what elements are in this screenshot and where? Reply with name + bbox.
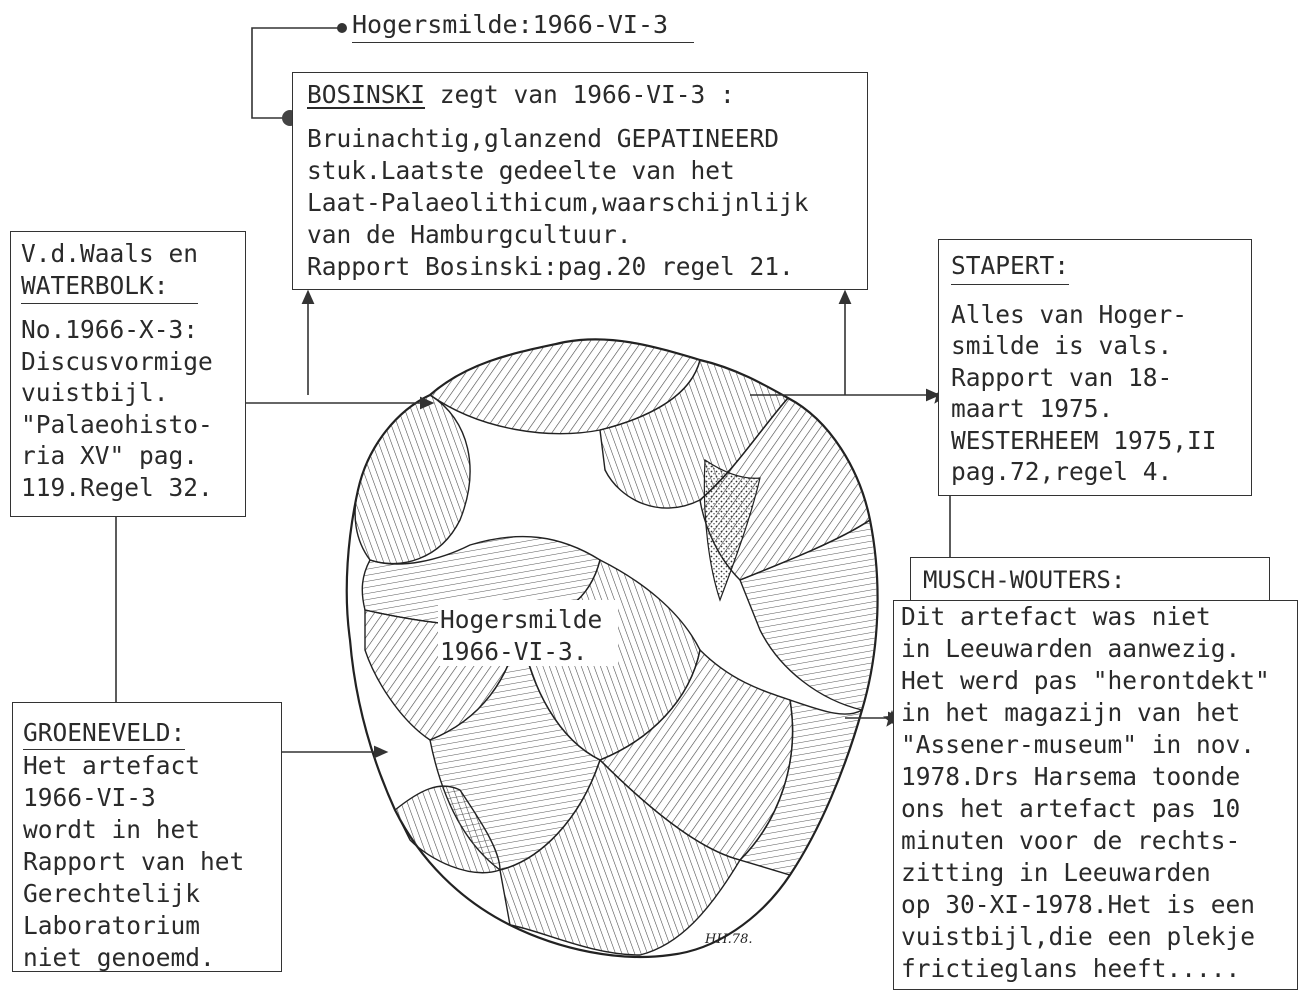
center-label-line: 1966-VI-3. bbox=[440, 637, 588, 666]
vdwaals-header-line: WATERBOLK: bbox=[21, 270, 169, 300]
musch-line: 1978.Drs Harsema toonde bbox=[901, 762, 1241, 791]
groeneveld-line: niet genoemd. bbox=[23, 943, 215, 972]
bosinski-box: BOSINSKI zegt van 1966-VI-3 : Bruinachti… bbox=[292, 72, 868, 290]
vdwaals-line: No.1966-X-3: bbox=[21, 315, 199, 344]
bosinski-line: van de Hamburgcultuur. bbox=[307, 220, 632, 249]
groeneveld-box: GROENEVELD: Het artefact 1966-VI-3 wordt… bbox=[12, 702, 282, 972]
bosinski-line: Laat-Palaeolithicum,waarschijnlijk bbox=[307, 188, 809, 217]
bosinski-line: Bruinachtig,glanzend GEPATINEERD bbox=[307, 124, 780, 153]
bosinski-line: Rapport Bosinski:pag.20 regel 21. bbox=[307, 252, 794, 281]
vdwaals-line: Discusvormige bbox=[21, 346, 213, 376]
center-label-line: Hogersmilde bbox=[440, 605, 603, 634]
top-label-underline bbox=[352, 42, 694, 43]
center-label: Hogersmilde 1966-VI-3. bbox=[440, 604, 602, 668]
bosinski-header: BOSINSKI zegt van 1966-VI-3 : bbox=[307, 79, 867, 111]
hand-axe-illustration bbox=[345, 338, 879, 959]
groeneveld-line: Rapport van het bbox=[23, 847, 245, 876]
vdwaals-header-line: V.d.Waals en bbox=[21, 239, 199, 268]
musch-line: op 30-XI-1978.Het is een bbox=[901, 890, 1256, 919]
musch-line: zitting in Leeuwarden bbox=[901, 858, 1211, 887]
musch-wouters-header: MUSCH-WOUTERS: bbox=[923, 566, 1126, 594]
vdwaals-line: 119.Regel 32. bbox=[21, 472, 213, 502]
artist-signature: HH.78. bbox=[705, 932, 753, 947]
musch-wouters-header-box: MUSCH-WOUTERS: bbox=[910, 557, 1270, 607]
musch-line: Dit artefact was niet bbox=[901, 602, 1211, 631]
stapert-header: STAPERT: bbox=[951, 250, 1070, 285]
musch-line: "Assener-museum" in nov. bbox=[901, 730, 1256, 759]
bosinski-line: stuk.Laatste gedeelte van het bbox=[307, 156, 735, 185]
musch-line: frictieglans heeft..... bbox=[901, 954, 1241, 983]
musch-line: ons het artefact pas 10 bbox=[901, 794, 1241, 823]
musch-line: in Leeuwarden aanwezig. bbox=[901, 634, 1241, 663]
groeneveld-line: Het artefact bbox=[23, 751, 201, 780]
top-label: Hogersmilde:1966-VI-3 bbox=[352, 10, 669, 39]
vdwaals-line: ria XV" pag. bbox=[21, 441, 199, 470]
musch-wouters-box: Dit artefact was niet in Leeuwarden aanw… bbox=[893, 600, 1298, 990]
stapert-line: Alles van Hoger- bbox=[951, 299, 1188, 329]
groeneveld-header: GROENEVELD: bbox=[23, 717, 186, 750]
stapert-line: pag.72,regel 4. bbox=[951, 457, 1173, 486]
groeneveld-line: Laboratorium bbox=[23, 911, 201, 940]
bosinski-header-rest: zegt van 1966-VI-3 : bbox=[425, 80, 735, 109]
stapert-line: Rapport van 18- bbox=[951, 362, 1173, 392]
stapert-box: STAPERT: Alles van Hoger- smilde is vals… bbox=[938, 239, 1252, 496]
top-label-dot bbox=[337, 23, 347, 33]
groeneveld-line: wordt in het bbox=[23, 815, 201, 844]
vdwaals-line: "Palaeohisto- bbox=[21, 409, 213, 439]
musch-line: vuistbijl,die een plekje bbox=[901, 922, 1256, 951]
stapert-line: maart 1975. bbox=[951, 394, 1114, 423]
musch-line: minuten voor de rechts- bbox=[901, 826, 1241, 855]
stapert-line: WESTERHEEM 1975,II bbox=[951, 425, 1217, 455]
musch-line: Het werd pas "herontdekt" bbox=[901, 666, 1270, 695]
groeneveld-line: Gerechtelijk bbox=[23, 879, 201, 908]
top-bracket-connector bbox=[251, 27, 341, 119]
stapert-line: smilde is vals. bbox=[951, 331, 1173, 360]
musch-line: in het magazijn van het bbox=[901, 698, 1241, 727]
vdwaals-line: vuistbijl. bbox=[21, 378, 169, 407]
bosinski-header-name: BOSINSKI bbox=[307, 80, 426, 109]
groeneveld-line: 1966-VI-3 bbox=[23, 783, 156, 812]
